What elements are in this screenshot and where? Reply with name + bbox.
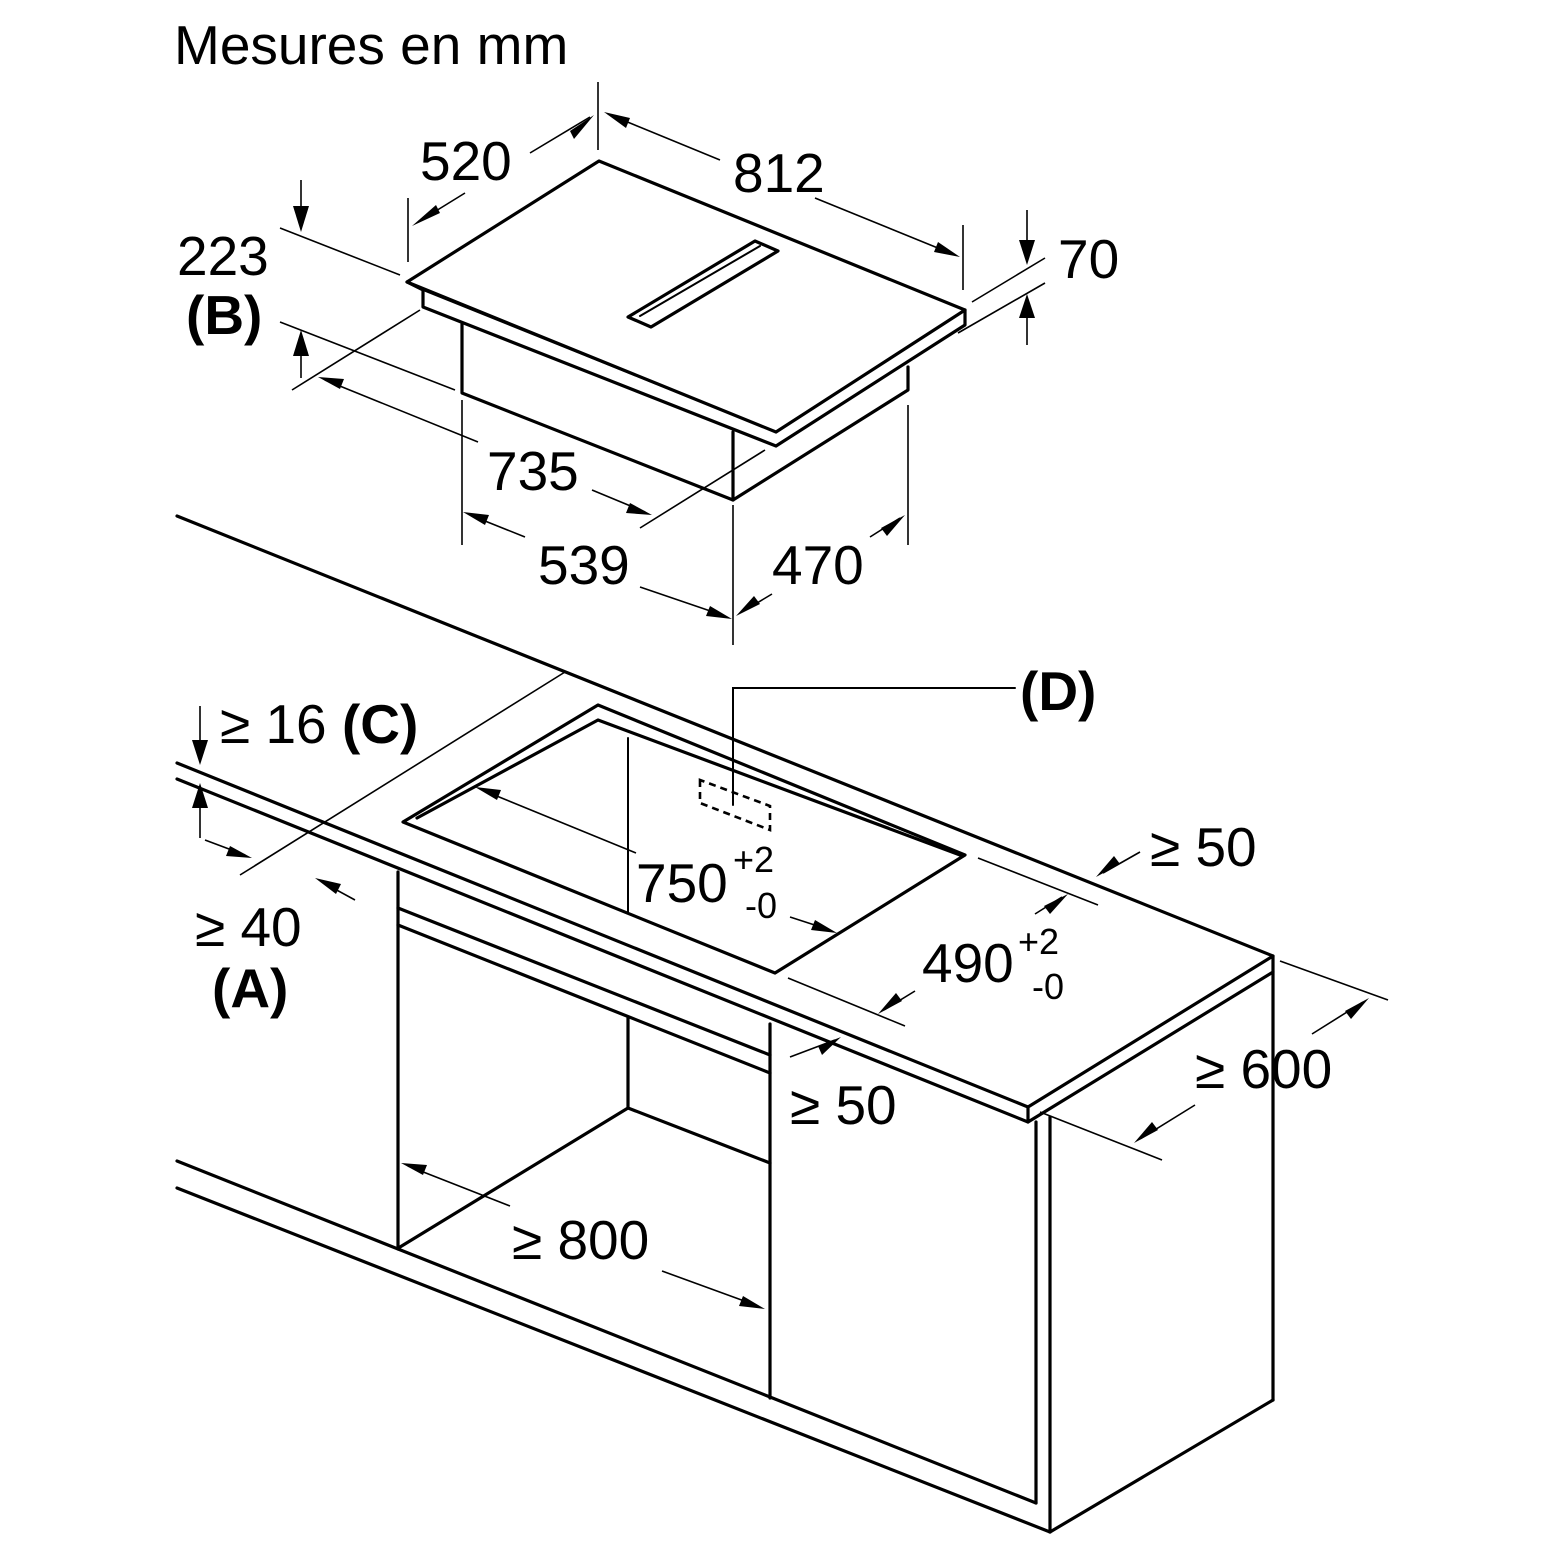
label-hob-height-glass: 70 — [1058, 228, 1119, 290]
label-hob-unit-depth-right: 470 — [772, 534, 864, 596]
label-cutout-depth: 490 — [922, 932, 1014, 994]
worktop-front-bottom — [175, 777, 1030, 1124]
label-back-margin: ≥ 50 — [1150, 816, 1257, 878]
worktop-drawing — [175, 514, 1275, 1534]
hob-glass-front-edge — [405, 280, 967, 448]
label-side-margin: ≥ 50 — [790, 1074, 897, 1136]
label-worktop-thickness: ≥ 16 — [220, 693, 327, 755]
marker-d-leader — [732, 687, 1016, 806]
marker-d-area — [698, 778, 772, 832]
plinth-bottom — [175, 1186, 1052, 1534]
svg-text:≥ 16 (C): ≥ 16 (C) — [220, 693, 418, 755]
label-ref-b: (B) — [186, 284, 262, 346]
labels: Mesures en mm 520 812 223 (B) 70 735 539… — [174, 14, 1332, 1271]
label-ref-c: (C) — [342, 693, 418, 755]
worktop-dimensions — [192, 671, 1389, 1309]
hob-glass-top — [405, 159, 967, 434]
label-hob-depth: 520 — [420, 130, 512, 192]
label-cutout-width-tol-plus: +2 — [733, 839, 774, 880]
label-ref-d: (D) — [1020, 660, 1096, 722]
worktop-front-top — [175, 761, 1030, 1109]
label-cutout-width: 750 — [636, 852, 728, 914]
label-hob-width: 812 — [733, 142, 825, 204]
label-cutout-width-tol-minus: -0 — [745, 885, 777, 926]
diagram-title: Mesures en mm — [174, 14, 568, 76]
label-hob-unit-depth-left: 539 — [538, 534, 630, 596]
hob-vent-slot-inner — [639, 245, 761, 317]
hob-glass-edge-line — [422, 289, 777, 433]
hob-drawing — [405, 159, 967, 502]
label-cabinet-width: ≥ 800 — [512, 1209, 649, 1271]
worktop-back-edge — [175, 514, 1275, 958]
label-front-margin: ≥ 40 — [195, 896, 302, 958]
label-ref-a: (A) — [212, 957, 288, 1019]
hob-vent-slot — [626, 239, 780, 329]
label-hob-height-total: 223 — [177, 225, 269, 287]
label-hob-unit-width: 735 — [487, 440, 579, 502]
cutout-inner-edge — [415, 718, 962, 857]
label-cutout-depth-tol-minus: -0 — [1032, 966, 1064, 1007]
hob-dimensions — [279, 82, 1046, 645]
label-cutout-depth-tol-plus: +2 — [1018, 921, 1059, 962]
plinth-top — [175, 1159, 400, 1251]
cutout-outline — [401, 703, 967, 975]
label-cabinet-depth: ≥ 600 — [1195, 1038, 1332, 1100]
